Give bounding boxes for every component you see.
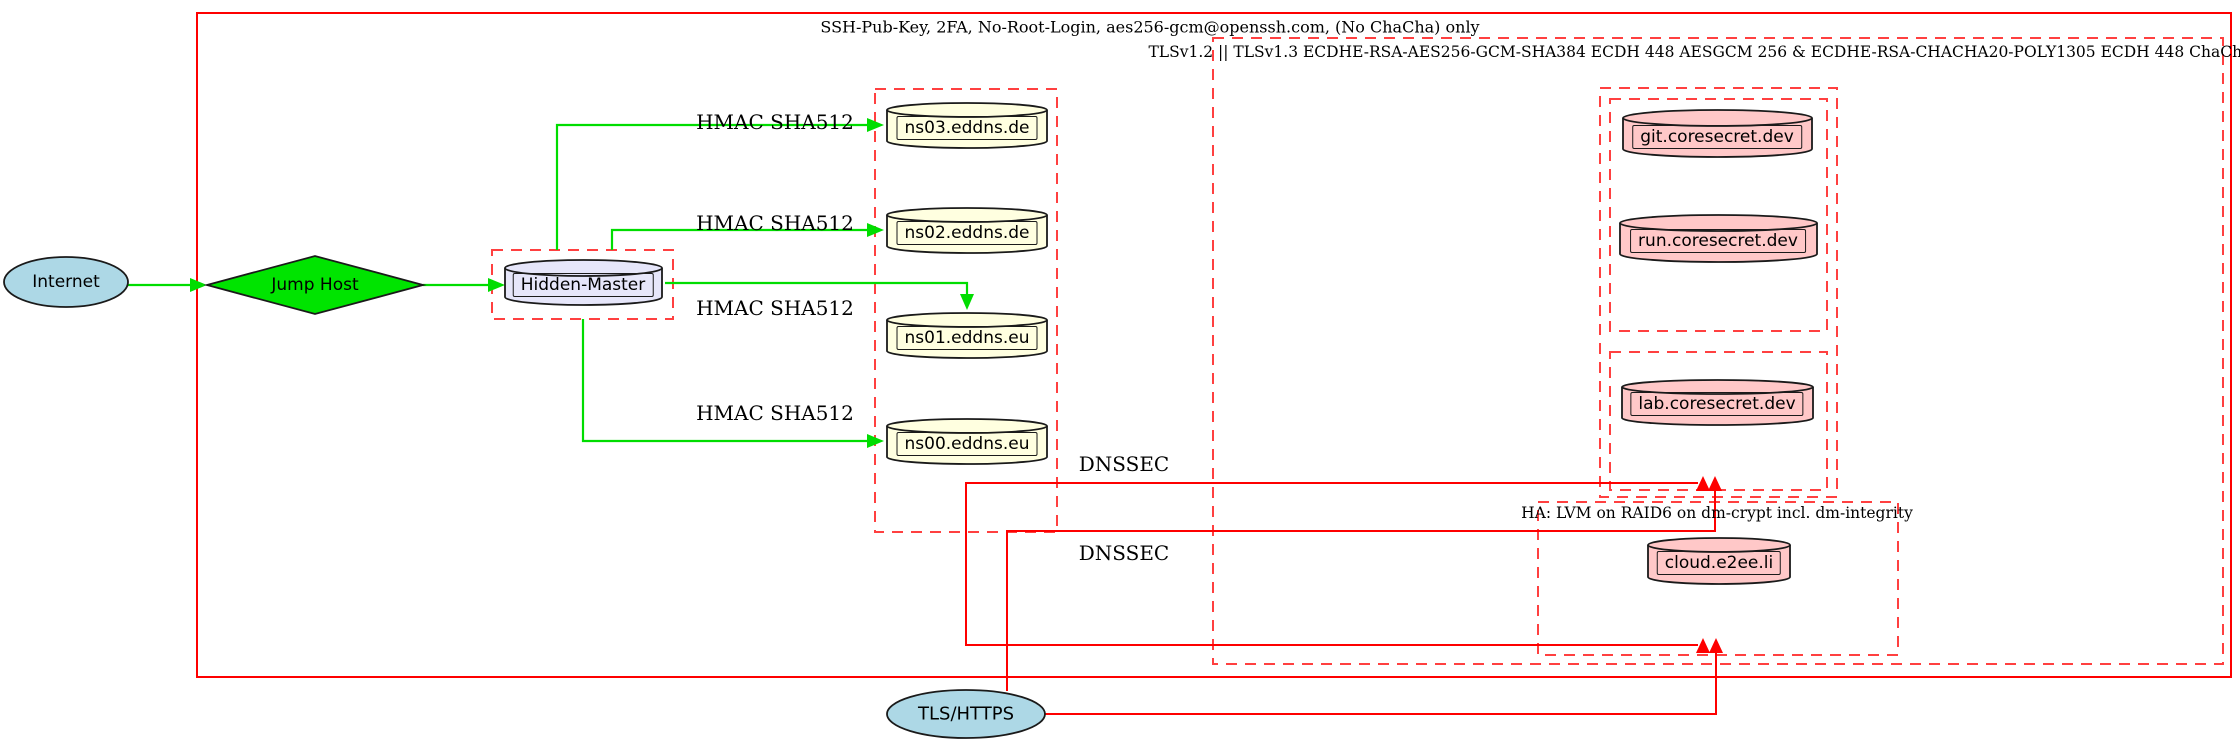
lab-node-top bbox=[1621, 379, 1814, 395]
git-node-top bbox=[1622, 109, 1813, 127]
ns01-label: ns01.eddns.eu bbox=[896, 326, 1038, 350]
arrowhead-ns01 bbox=[960, 294, 974, 310]
run-node-top bbox=[1619, 214, 1818, 232]
run-label: run.coresecret.dev bbox=[1630, 229, 1806, 253]
internet-label: Internet bbox=[32, 272, 100, 292]
arrowhead-ns02 bbox=[867, 223, 884, 237]
edge-label-dnssec-top: DNSSEC bbox=[1078, 452, 1170, 476]
edge-hiddenmaster-ns03 bbox=[555, 123, 869, 250]
git-node bbox=[1622, 118, 1813, 158]
tls-https-node bbox=[886, 689, 1046, 739]
arrowhead-ns00 bbox=[867, 434, 884, 448]
lab-label: lab.coresecret.dev bbox=[1630, 392, 1804, 416]
edge-hiddenmaster-ns02 bbox=[610, 228, 869, 250]
edge-tlshttps-ha bbox=[1045, 653, 1717, 715]
arrowhead-ns03 bbox=[867, 118, 884, 132]
ns01-node-top bbox=[886, 312, 1048, 328]
cloud-node-top bbox=[1647, 537, 1791, 553]
git-label: git.coresecret.dev bbox=[1632, 125, 1802, 149]
cluster-ha-title: HA: LVM on RAID6 on dm-crypt incl. dm-in… bbox=[1521, 504, 1913, 522]
arrowhead-tlshttps-coresecret bbox=[1708, 476, 1722, 491]
cluster-ha-border bbox=[1537, 501, 1899, 656]
ns00-label: ns00.eddns.eu bbox=[896, 432, 1038, 456]
internet-node bbox=[3, 256, 129, 308]
edge-label-hmac-ns03: HMAC SHA512 bbox=[696, 110, 854, 134]
tls-https-label: TLS/HTTPS bbox=[917, 703, 1015, 725]
arrowhead-jumphost-hiddenmaster bbox=[488, 278, 505, 292]
edge-label-dnssec-bottom: DNSSEC bbox=[1078, 541, 1170, 565]
edge-dns-coresecret-dnssec bbox=[965, 482, 1698, 532]
jump-host-node bbox=[203, 255, 427, 315]
cluster-dns-border bbox=[874, 88, 1058, 533]
ns02-node bbox=[886, 215, 1048, 254]
ns00-node-top bbox=[886, 418, 1048, 434]
ns03-label: ns03.eddns.de bbox=[896, 116, 1038, 140]
ns00-node bbox=[886, 426, 1048, 465]
cluster-ssh-title: SSH-Pub-Key, 2FA, No-Root-Login, aes256-… bbox=[820, 17, 1480, 37]
ns01-node bbox=[886, 320, 1048, 359]
ns03-node-top bbox=[886, 102, 1048, 118]
cluster-tls-title: TLSv1.2 || TLSv1.3 ECDHE-RSA-AES256-GCM-… bbox=[1148, 43, 2240, 61]
ns03-node bbox=[886, 110, 1048, 149]
edge-label-hmac-ns01: HMAC SHA512 bbox=[696, 296, 854, 320]
edge-dns-ha-dnssec bbox=[965, 532, 1698, 646]
edge-hiddenmaster-ns00 bbox=[581, 319, 869, 443]
edge-hiddenmaster-ns01 bbox=[665, 281, 969, 296]
cloud-label: cloud.e2ee.li bbox=[1656, 551, 1782, 575]
ns02-label: ns02.eddns.de bbox=[896, 221, 1038, 245]
edge-tlshttps-coresecret bbox=[1006, 491, 1716, 691]
jump-host-label: Jump Host bbox=[271, 275, 359, 295]
cluster-coresecret-outer-border bbox=[1599, 87, 1838, 498]
ns02-node-top bbox=[886, 207, 1048, 223]
arrowhead-dns-ha bbox=[1696, 638, 1710, 653]
cluster-tls-border bbox=[1212, 37, 2224, 665]
edge-label-hmac-ns02: HMAC SHA512 bbox=[696, 211, 854, 235]
hidden-master-node-top bbox=[504, 259, 663, 277]
arrowhead-dns-coresecret bbox=[1696, 476, 1710, 491]
hidden-master-label: Hidden-Master bbox=[512, 273, 654, 297]
cluster-gitrun-border bbox=[1609, 98, 1828, 332]
hidden-master-node bbox=[504, 268, 663, 306]
arrowhead-tlshttps-ha bbox=[1709, 638, 1723, 653]
arrowhead-internet-jumphost bbox=[190, 278, 207, 292]
cluster-ssh-border bbox=[196, 12, 2232, 678]
edge-label-hmac-ns00: HMAC SHA512 bbox=[696, 401, 854, 425]
